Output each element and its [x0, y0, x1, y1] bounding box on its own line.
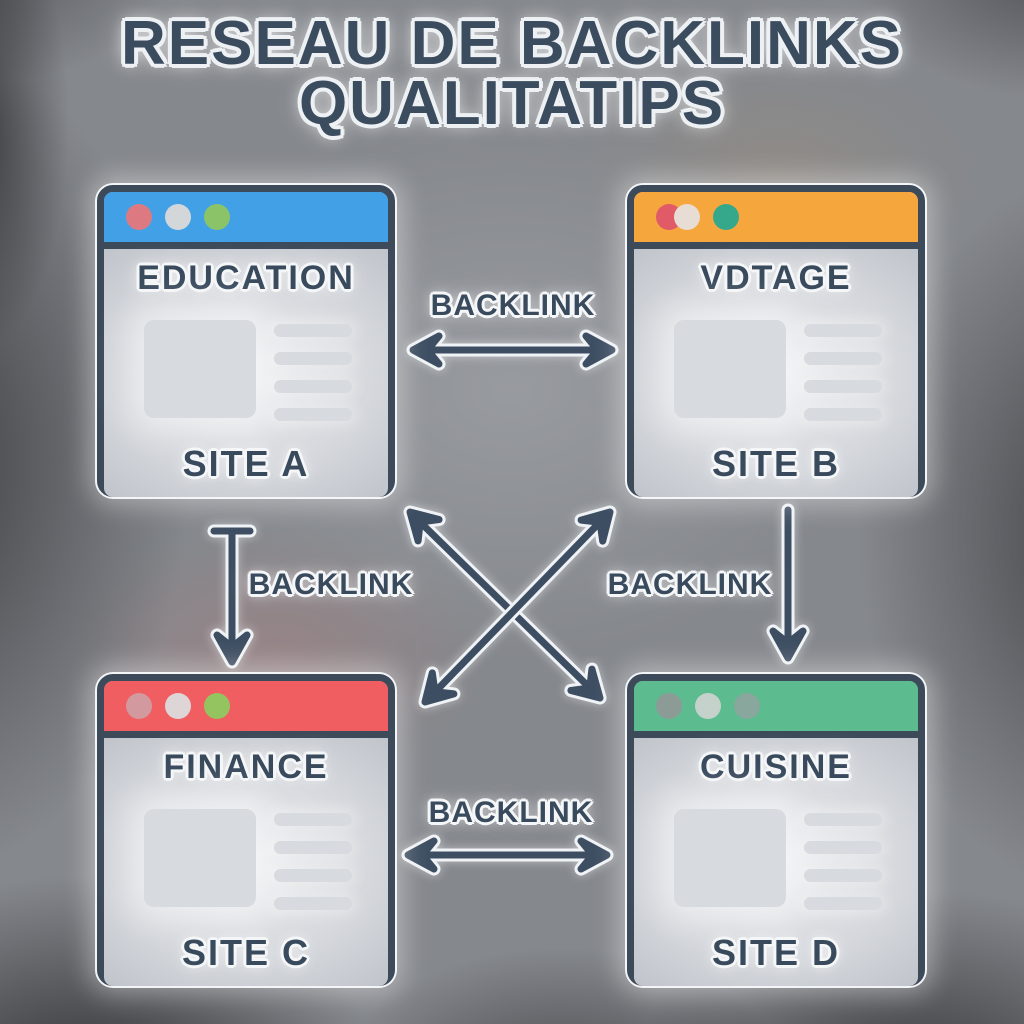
- arrow-a-c: [214, 531, 250, 662]
- text-line-placeholder: [274, 897, 352, 910]
- text-line-placeholder: [274, 841, 352, 854]
- site-name-label: SITE B: [711, 443, 840, 484]
- arrow-a-d: [410, 512, 600, 698]
- text-lines-placeholder: [274, 324, 352, 421]
- content-placeholder: [104, 809, 388, 910]
- text-line-placeholder: [274, 352, 352, 365]
- site-name-label: SITE A: [182, 443, 310, 484]
- content-placeholder: [634, 809, 918, 910]
- title-line-2: QUALITATIPS: [298, 69, 726, 138]
- image-placeholder: [674, 809, 786, 907]
- text-lines-placeholder: [804, 324, 882, 421]
- text-line-placeholder: [274, 380, 352, 393]
- site-window-c: FINANCE SITE C: [97, 674, 395, 986]
- arrow-b-d: [773, 510, 803, 658]
- diagram-title: RESEAU DE BACKLINKS QUALITATIPS: [0, 9, 1024, 138]
- image-placeholder: [674, 320, 786, 418]
- site-category-label: FINANCE: [163, 748, 329, 786]
- content-placeholder: [104, 320, 388, 421]
- image-placeholder: [144, 320, 256, 418]
- backlink-label-b-d: BACKLINK: [607, 568, 773, 601]
- text-line-placeholder: [274, 408, 352, 421]
- site-window-b: VDTAGE SITE B: [627, 185, 925, 497]
- text-line-placeholder: [274, 869, 352, 882]
- window-dot-white-icon: [695, 693, 721, 719]
- text-lines-placeholder: [804, 813, 882, 910]
- window-dot-red-icon: [126, 204, 152, 230]
- backlink-label-c-d: BACKLINK: [428, 796, 594, 829]
- content-placeholder: [634, 320, 918, 421]
- site-name-label: SITE C: [181, 932, 310, 973]
- text-line-placeholder: [804, 813, 882, 826]
- arrow-a-b: [413, 336, 612, 364]
- window-dot-white-icon: [674, 204, 700, 230]
- text-line-placeholder: [804, 380, 882, 393]
- window-titlebar-a: [104, 192, 388, 249]
- text-lines-placeholder: [274, 813, 352, 910]
- text-line-placeholder: [804, 352, 882, 365]
- text-line-placeholder: [804, 897, 882, 910]
- text-line-placeholder: [804, 324, 882, 337]
- site-category-label: EDUCATION: [137, 259, 355, 297]
- text-line-placeholder: [804, 869, 882, 882]
- window-dot-green-icon: [204, 204, 230, 230]
- window-titlebar-d: [634, 681, 918, 738]
- window-dot-red-icon: [126, 693, 152, 719]
- site-window-d: CUISINE SITE D: [627, 674, 925, 986]
- window-dot-gray-icon: [734, 693, 760, 719]
- window-dot-gray-icon: [656, 693, 682, 719]
- site-name-label: SITE D: [711, 932, 840, 973]
- backlink-label-a-c: BACKLINK: [248, 568, 414, 601]
- window-titlebar-b: [634, 192, 918, 249]
- text-line-placeholder: [804, 408, 882, 421]
- window-content-a: EDUCATION SITE A: [104, 249, 388, 497]
- arrow-b-c: [425, 512, 610, 702]
- arrow-c-d: [408, 841, 607, 869]
- image-placeholder: [144, 809, 256, 907]
- text-line-placeholder: [804, 841, 882, 854]
- window-content-b: VDTAGE SITE B: [634, 249, 918, 497]
- window-content-c: FINANCE SITE C: [104, 738, 388, 986]
- window-dot-green-icon: [204, 693, 230, 719]
- window-content-d: CUISINE SITE D: [634, 738, 918, 986]
- text-line-placeholder: [274, 813, 352, 826]
- text-line-placeholder: [274, 324, 352, 337]
- title-line-1: RESEAU DE BACKLINKS: [120, 9, 904, 78]
- site-window-a: EDUCATION SITE A: [97, 185, 395, 497]
- window-titlebar-c: [104, 681, 388, 738]
- window-dot-white-icon: [165, 693, 191, 719]
- site-category-label: VDTAGE: [700, 259, 852, 297]
- site-category-label: CUISINE: [700, 748, 852, 786]
- window-dot-teal-icon: [713, 204, 739, 230]
- window-dot-white-icon: [165, 204, 191, 230]
- backlink-label-a-b: BACKLINK: [430, 289, 596, 322]
